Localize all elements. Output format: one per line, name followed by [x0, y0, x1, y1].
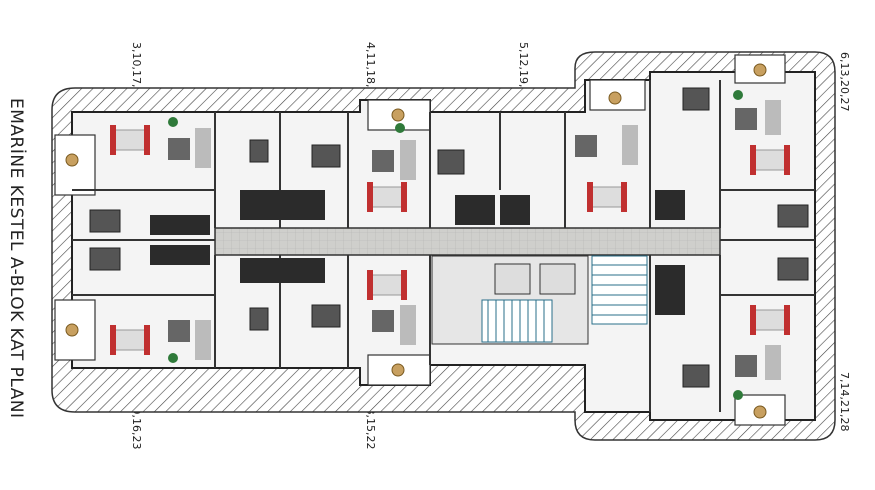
plants	[168, 90, 743, 400]
partitions	[72, 80, 815, 412]
dining-sets	[110, 125, 790, 355]
bathrooms	[150, 190, 685, 315]
living-furniture	[168, 100, 781, 380]
plan-title: EMARİNE KESTEL A-BLOK KAT PLANI	[6, 98, 26, 419]
corridor	[214, 227, 721, 256]
unit-label-top-right: 6,13,20,27	[838, 52, 851, 112]
stair-core	[431, 255, 648, 345]
unit-label-top-mid-left: 4,11,18,25	[364, 42, 377, 102]
beds	[89, 87, 809, 388]
unit-label-top-mid-right: 5,12,19,26	[517, 42, 530, 102]
unit-label-top-left: 3,10,17,24	[130, 42, 143, 102]
unit-label-bottom-right: 7,14,21,28	[838, 372, 851, 432]
balcony-tables	[65, 63, 767, 419]
